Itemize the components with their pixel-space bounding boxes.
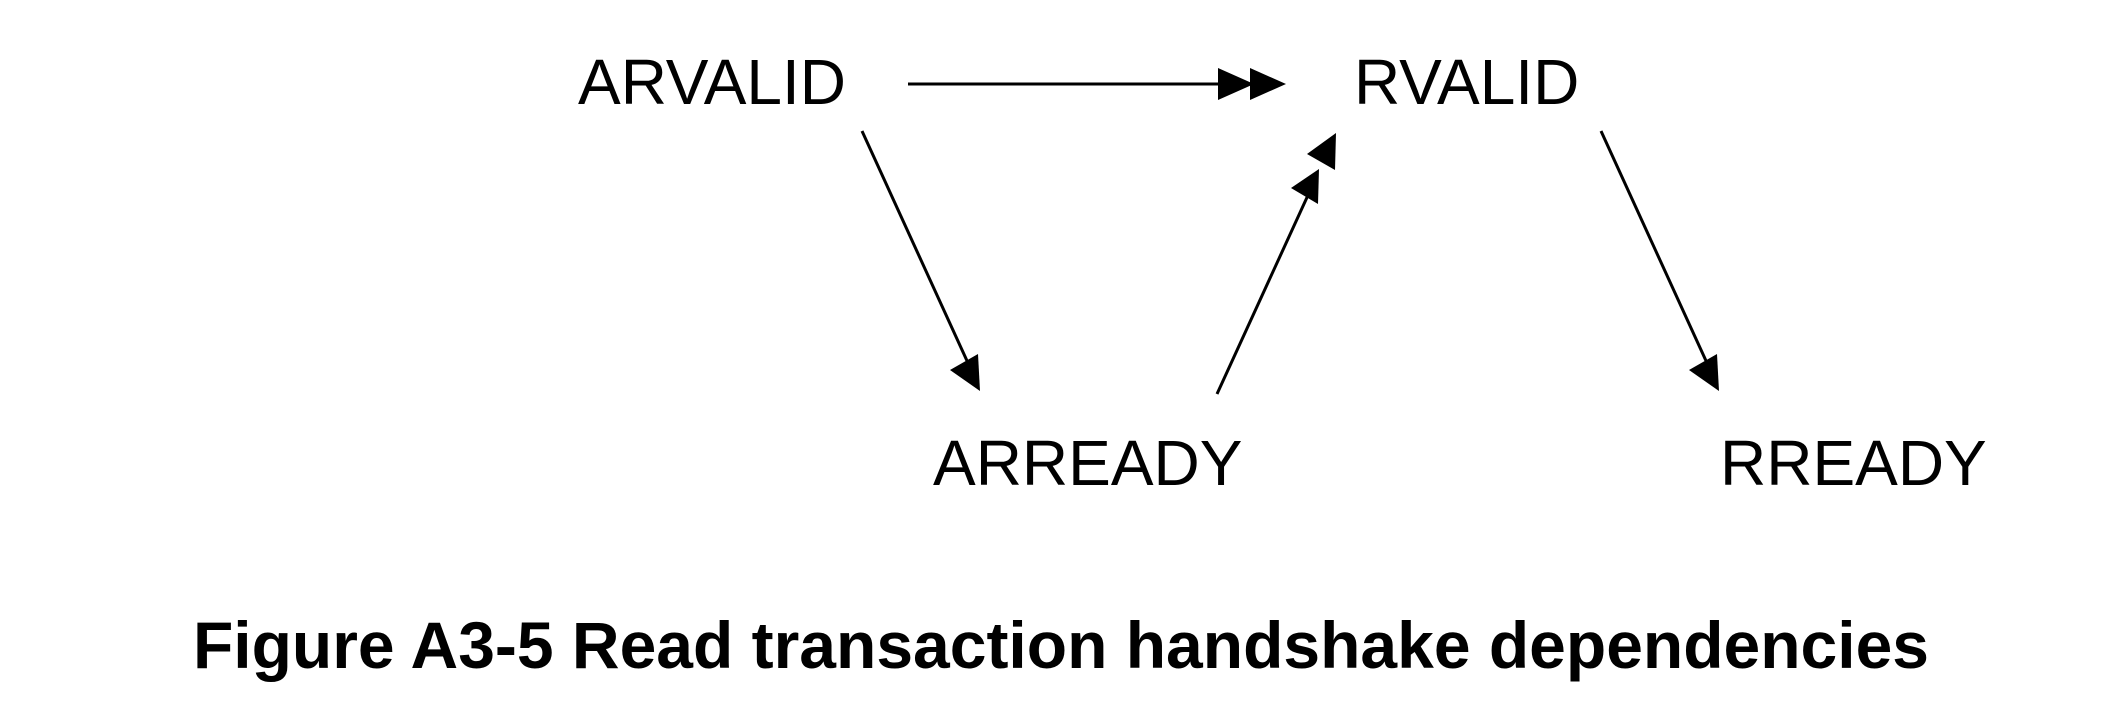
node-arready: ARREADY xyxy=(933,427,1242,499)
edge-arvalid-to-arready xyxy=(860,130,980,391)
double-arrowhead-icon xyxy=(1307,133,1336,170)
arrowhead-icon xyxy=(1689,354,1719,391)
node-rvalid: RVALID xyxy=(1354,46,1579,118)
edge-arvalid-arready-line xyxy=(860,130,970,364)
edge-rvalid-to-rready xyxy=(1599,130,1719,391)
edge-arvalid-to-rvalid xyxy=(908,68,1286,100)
node-arvalid: ARVALID xyxy=(578,46,846,118)
figure-caption: Figure A3-5 Read transaction handshake d… xyxy=(193,608,1929,682)
node-rready: RREADY xyxy=(1720,427,1987,499)
edge-arready-rvalid-line xyxy=(1215,192,1311,395)
double-arrowhead-icon xyxy=(1291,169,1319,204)
double-arrowhead-icon xyxy=(1250,68,1286,100)
arrowhead-icon xyxy=(950,354,980,391)
edge-arready-to-rvalid xyxy=(1215,133,1336,395)
double-arrowhead-icon xyxy=(1218,68,1254,100)
edge-rvalid-rready-line xyxy=(1599,130,1709,364)
